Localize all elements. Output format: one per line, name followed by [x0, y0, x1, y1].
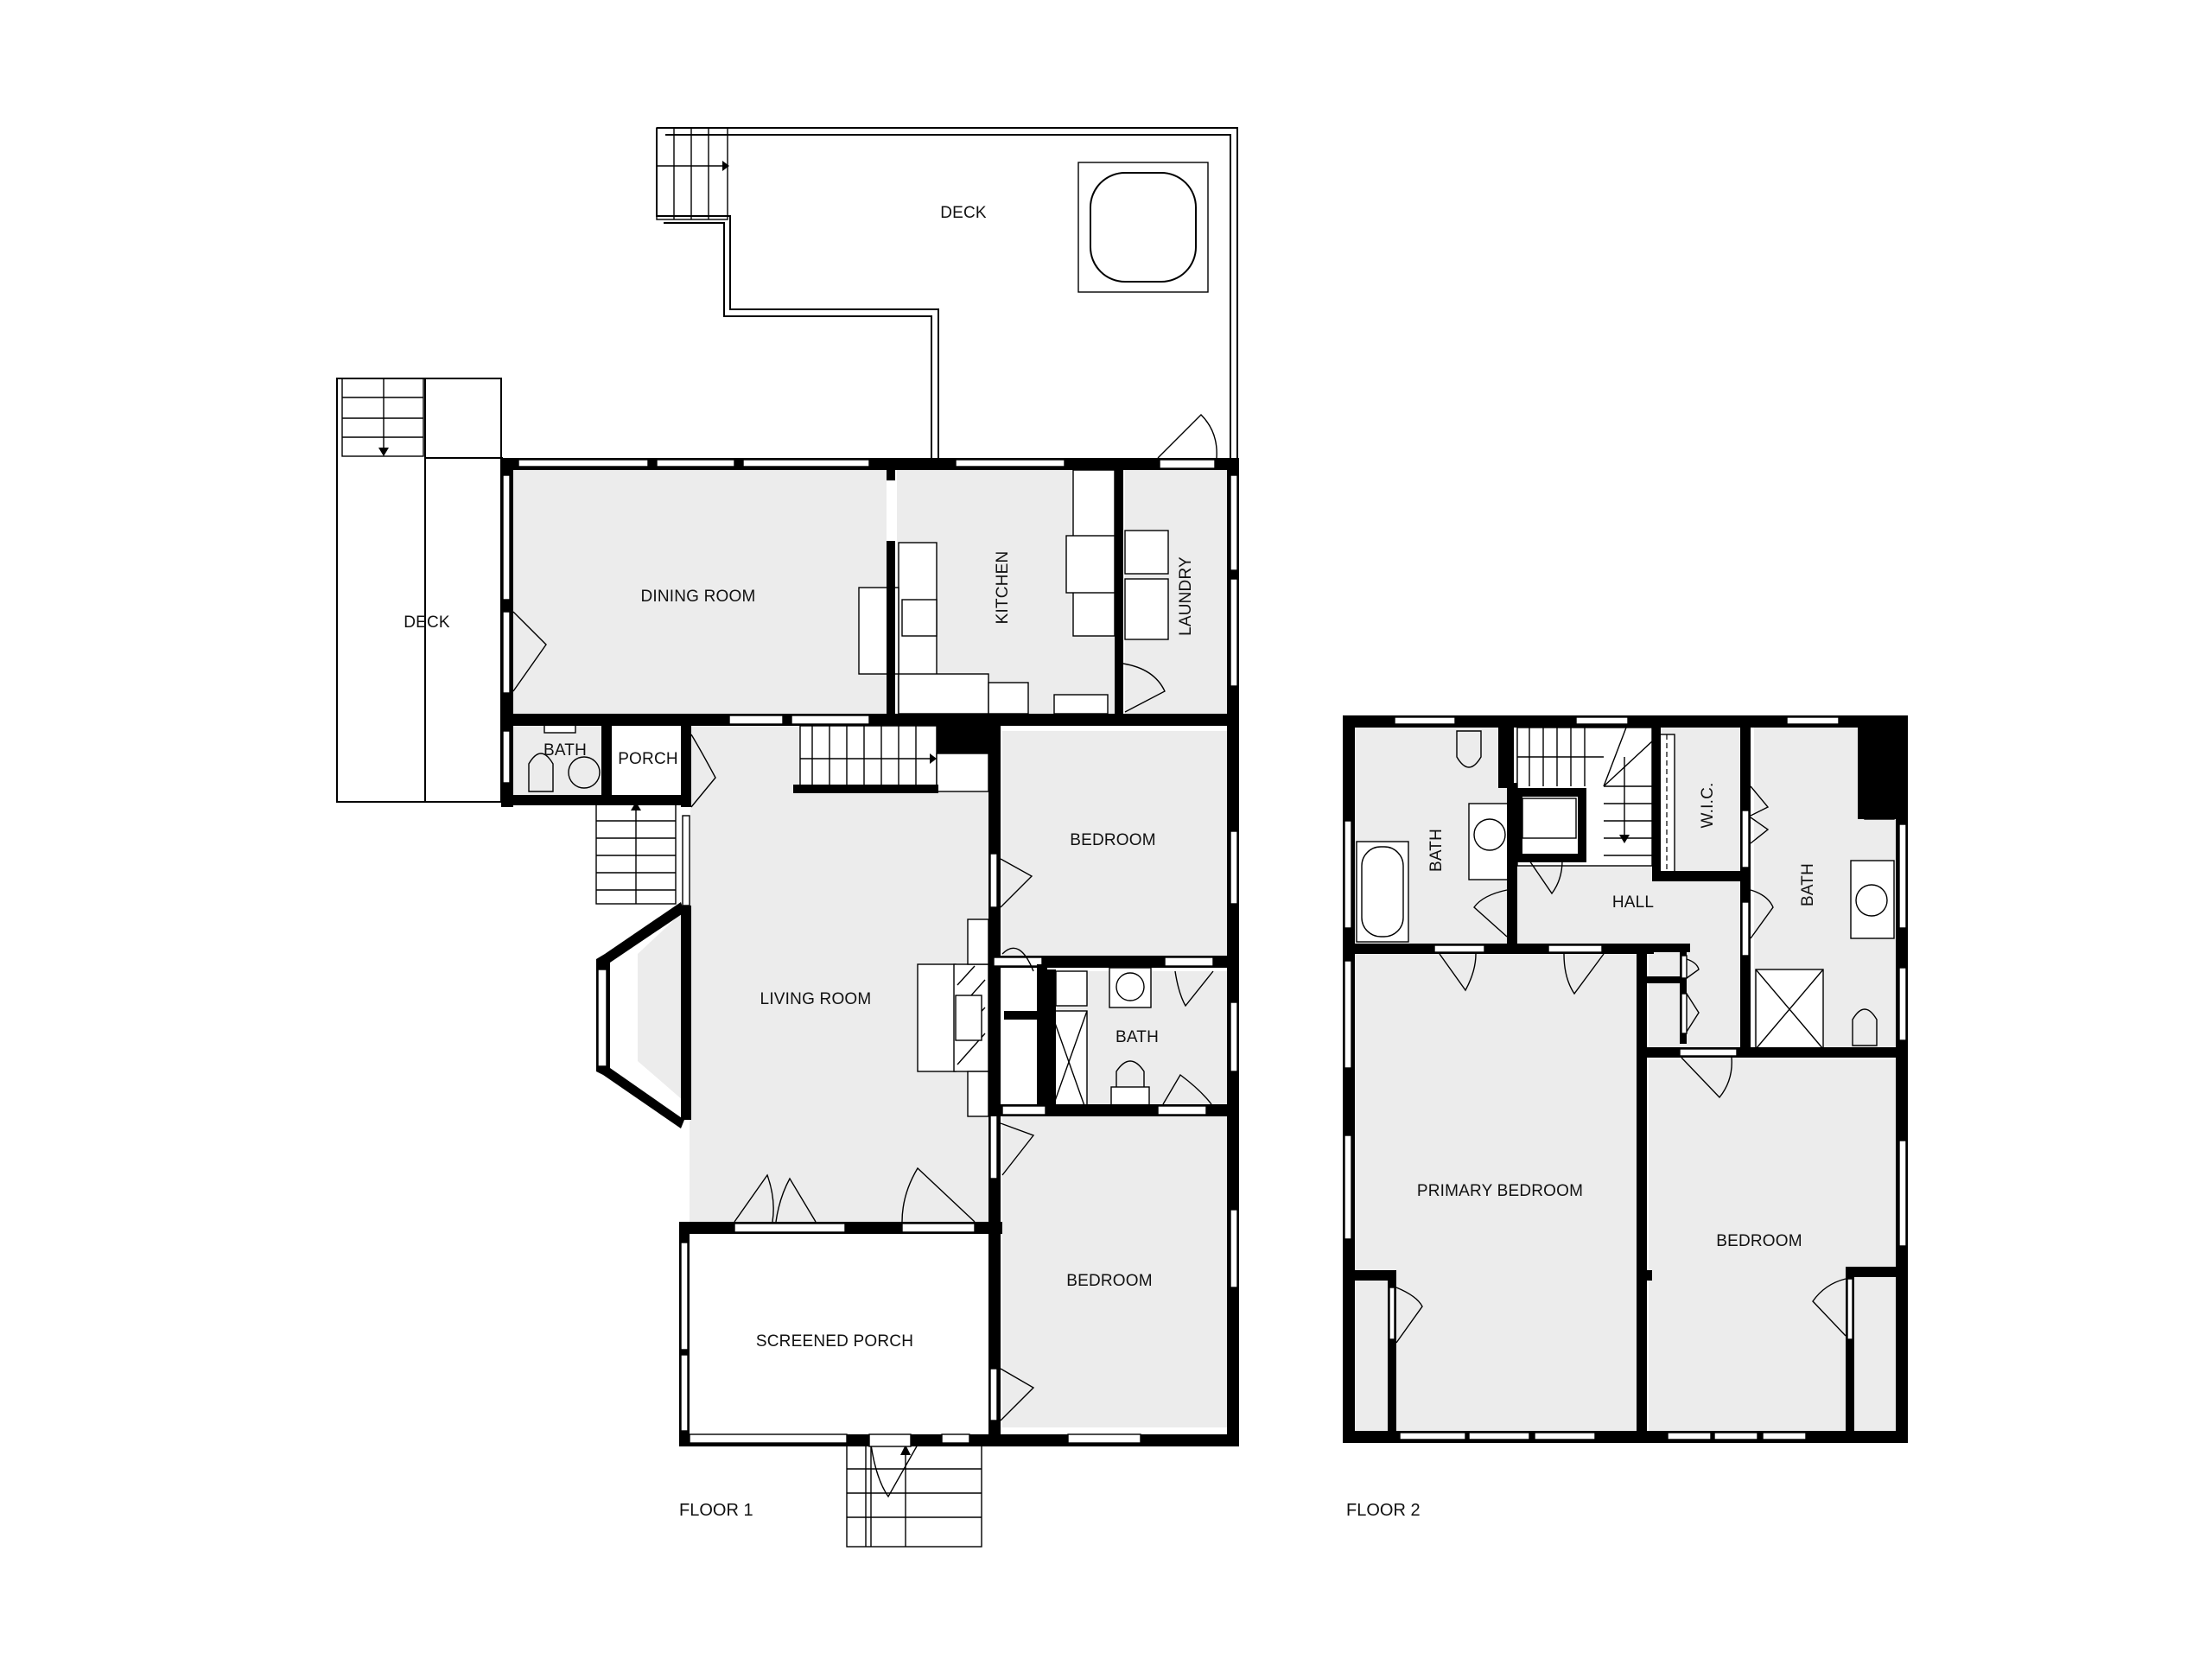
- floor-2-label: FLOOR 2: [1346, 1501, 1421, 1520]
- door[interactable]: [1563, 953, 1605, 995]
- room-label-screened-porch: SCREENED PORCH: [756, 1332, 913, 1351]
- toilet: [1852, 1008, 1878, 1046]
- stair-arrow-icon: [722, 161, 729, 171]
- sink: [568, 756, 601, 789]
- door[interactable]: [1122, 663, 1166, 713]
- door[interactable]: [775, 1177, 817, 1223]
- door[interactable]: [1681, 1057, 1732, 1099]
- room-label-bedroom-1: BEDROOM: [1070, 831, 1156, 849]
- door[interactable]: [1812, 1278, 1847, 1337]
- bedroom-2-area: [1002, 1116, 1227, 1427]
- room-label-bedroom-2: BEDROOM: [1066, 1272, 1153, 1290]
- room-label-deck-upper: DECK: [940, 204, 987, 222]
- room-label-laundry: LAUNDRY: [1177, 556, 1195, 636]
- deck-upper-outline: [656, 127, 1238, 459]
- bedroom-1-area: [1002, 731, 1227, 957]
- door[interactable]: [1000, 1368, 1035, 1421]
- door[interactable]: [1750, 785, 1770, 817]
- floor-1: DECK DECK DINING ROOM KITCHEN LAUNDRY BA…: [336, 127, 1239, 1548]
- hot-tub: [1077, 162, 1209, 293]
- floor-1-label: FLOOR 1: [679, 1501, 753, 1520]
- door[interactable]: [901, 1166, 976, 1223]
- kitchen-counters: [858, 469, 1169, 716]
- door[interactable]: [1473, 889, 1508, 938]
- room-label-wic: W.I.C.: [1699, 783, 1717, 829]
- room-label-kitchen: KITCHEN: [994, 551, 1012, 625]
- door[interactable]: [1686, 958, 1700, 979]
- bathtub: [1356, 841, 1409, 943]
- door[interactable]: [1686, 993, 1700, 1033]
- door[interactable]: [1439, 953, 1477, 992]
- door[interactable]: [690, 734, 716, 808]
- floor-1-walls: [501, 458, 1239, 1447]
- room-label-deck-left: DECK: [404, 613, 450, 632]
- toilet: [1456, 730, 1482, 768]
- toilet: [528, 753, 554, 792]
- door[interactable]: [734, 1173, 774, 1223]
- floor-2-walls: [1343, 715, 1908, 1443]
- wic-rod: [1658, 734, 1675, 874]
- room-label-porch: PORCH: [618, 750, 678, 768]
- stair-arrow-icon: [1619, 835, 1630, 843]
- stair-arrow-icon: [378, 448, 389, 456]
- floor-2-doors: [1395, 785, 1847, 1344]
- room-label-hall: HALL: [1612, 893, 1654, 912]
- deck-left-outline: [336, 378, 503, 803]
- half-bath-area: [510, 726, 605, 804]
- stair-arrow-icon: [900, 1445, 911, 1455]
- door[interactable]: [1174, 970, 1214, 1007]
- door[interactable]: [1162, 1073, 1212, 1105]
- door[interactable]: [1750, 889, 1774, 939]
- sink: [1473, 818, 1506, 851]
- deck-door[interactable]: [1157, 414, 1217, 459]
- door[interactable]: [1750, 817, 1770, 844]
- floor-1-doors: [512, 611, 1214, 1421]
- room-label-half-bath: BATH: [543, 741, 587, 760]
- room-label-bath-2a: BATH: [1427, 829, 1446, 872]
- stair-arrow-icon: [631, 802, 641, 810]
- front-door[interactable]: [870, 1444, 918, 1498]
- room-label-bath-2b: BATH: [1799, 863, 1817, 906]
- dining-room-area: [512, 470, 887, 714]
- washer: [1124, 578, 1169, 640]
- door[interactable]: [1001, 947, 1034, 972]
- door[interactable]: [1529, 860, 1563, 895]
- room-label-bedroom-3: BEDROOM: [1716, 1232, 1802, 1250]
- room-label-primary-bedroom: PRIMARY BEDROOM: [1417, 1182, 1583, 1200]
- side-entry-stairs: [595, 802, 677, 905]
- fireplace: [917, 918, 989, 1117]
- room-label-dining-room: DINING ROOM: [640, 588, 755, 606]
- sink: [1855, 884, 1888, 917]
- bedroom-3-area: [1649, 1059, 1901, 1431]
- door[interactable]: [1000, 1122, 1035, 1176]
- stove: [1065, 535, 1116, 594]
- half-bath-fixtures: [528, 723, 601, 792]
- floor-2: BATH W.I.C. HALL BATH PRIMARY BEDROOM BE…: [1343, 715, 1908, 1520]
- primary-bedroom-area: [1355, 954, 1637, 1431]
- living-room-area: [638, 726, 990, 1227]
- door[interactable]: [512, 611, 547, 692]
- stair-arrow-icon: [930, 753, 937, 764]
- interior-stairs-2: [1514, 727, 1653, 867]
- room-label-bath-1: BATH: [1116, 1028, 1159, 1046]
- sink: [1109, 967, 1152, 1008]
- bath-2a-fixtures: [1356, 730, 1513, 943]
- dryer: [1124, 530, 1169, 575]
- door[interactable]: [1395, 1287, 1423, 1344]
- front-stairs: [846, 1444, 982, 1548]
- door[interactable]: [1000, 858, 1033, 908]
- room-label-living-room: LIVING ROOM: [760, 990, 872, 1008]
- toilet: [1116, 1060, 1145, 1087]
